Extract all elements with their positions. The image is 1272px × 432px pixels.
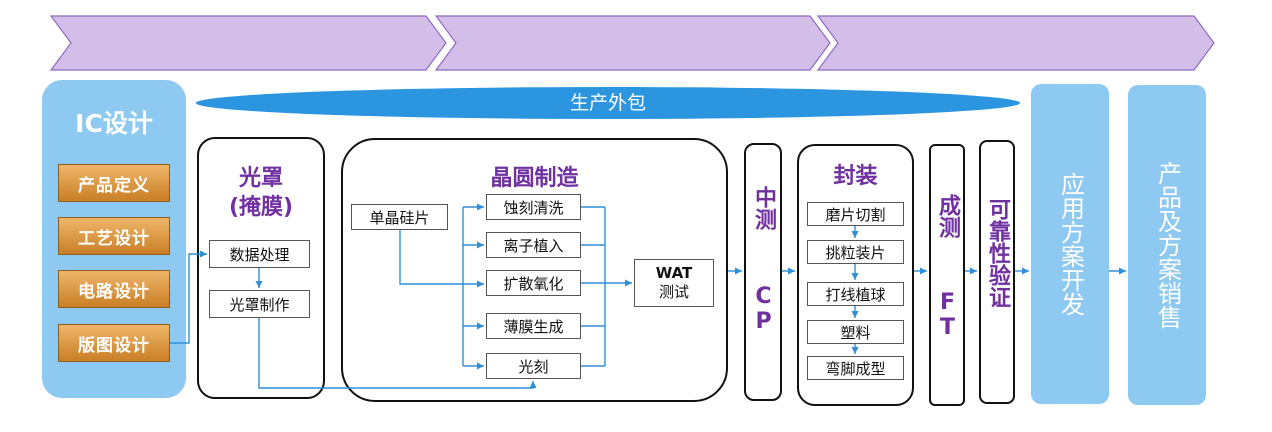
outsourcing-label: 生产外包	[569, 92, 646, 114]
app-dev-label: 应用方案开发	[1056, 172, 1085, 316]
arrow-ic-to-photomask	[170, 250, 207, 344]
step-etch-clean: 蚀刻清洗	[486, 194, 581, 220]
photomask-panel	[197, 137, 325, 399]
step-process-design: 工艺设计	[58, 217, 170, 255]
step-circuit-design: 电路设计	[58, 270, 170, 308]
step-layout-design: 版图设计	[58, 324, 170, 362]
wafer-fab-title: 晶圆制造	[490, 166, 579, 191]
wafer-input: 单晶硅片	[351, 204, 448, 230]
ft-panel	[929, 144, 965, 406]
cp-panel	[744, 143, 782, 401]
step-mask-making: 光罩制作	[209, 290, 310, 318]
reliability-label: 可靠性验证	[985, 198, 1010, 308]
app-dev-column: 应用方案开发	[1031, 84, 1109, 404]
arrow-mask-to-litho	[258, 318, 537, 389]
banner-chevron-2	[434, 15, 831, 71]
ft-label-en: FT	[935, 290, 960, 340]
wat-test-box: WAT 测试	[634, 259, 714, 307]
photomask-title: 光罩	[238, 166, 283, 191]
step-grind-dice: 磨片切割	[807, 202, 904, 226]
sales-column: 产品及方案销售	[1128, 85, 1206, 405]
sales-label: 产品及方案销售	[1153, 161, 1182, 329]
step-ion-implant: 离子植入	[486, 232, 581, 258]
step-lead-forming: 弯脚成型	[807, 356, 904, 380]
step-molding: 塑料	[807, 320, 904, 344]
cp-label-en: CP	[751, 284, 776, 334]
cp-label-cn: 中测	[751, 186, 776, 230]
banner-chevron-1	[49, 15, 447, 71]
wat-test-label: 测试	[658, 283, 689, 301]
step-product-definition: 产品定义	[58, 164, 170, 202]
banner-chevron-3	[816, 15, 1215, 71]
step-diffusion-oxidation: 扩散氧化	[486, 270, 581, 296]
outsourcing-ellipse	[196, 87, 1020, 119]
ic-design-title: IC设计	[75, 109, 153, 138]
packaging-title: 封装	[833, 164, 878, 189]
ft-label-cn: 成测	[935, 194, 960, 238]
step-lithography: 光刻	[486, 353, 581, 379]
step-die-attach: 挑粒装片	[807, 240, 904, 264]
step-data-processing: 数据处理	[209, 240, 310, 268]
photomask-subtitle: (掩膜)	[228, 195, 294, 220]
reliability-panel	[979, 140, 1015, 404]
arrow-wafer-input	[399, 230, 484, 288]
step-wire-bond: 打线植球	[807, 282, 904, 306]
wat-label: WAT	[655, 264, 693, 282]
step-thin-film: 薄膜生成	[486, 313, 581, 339]
